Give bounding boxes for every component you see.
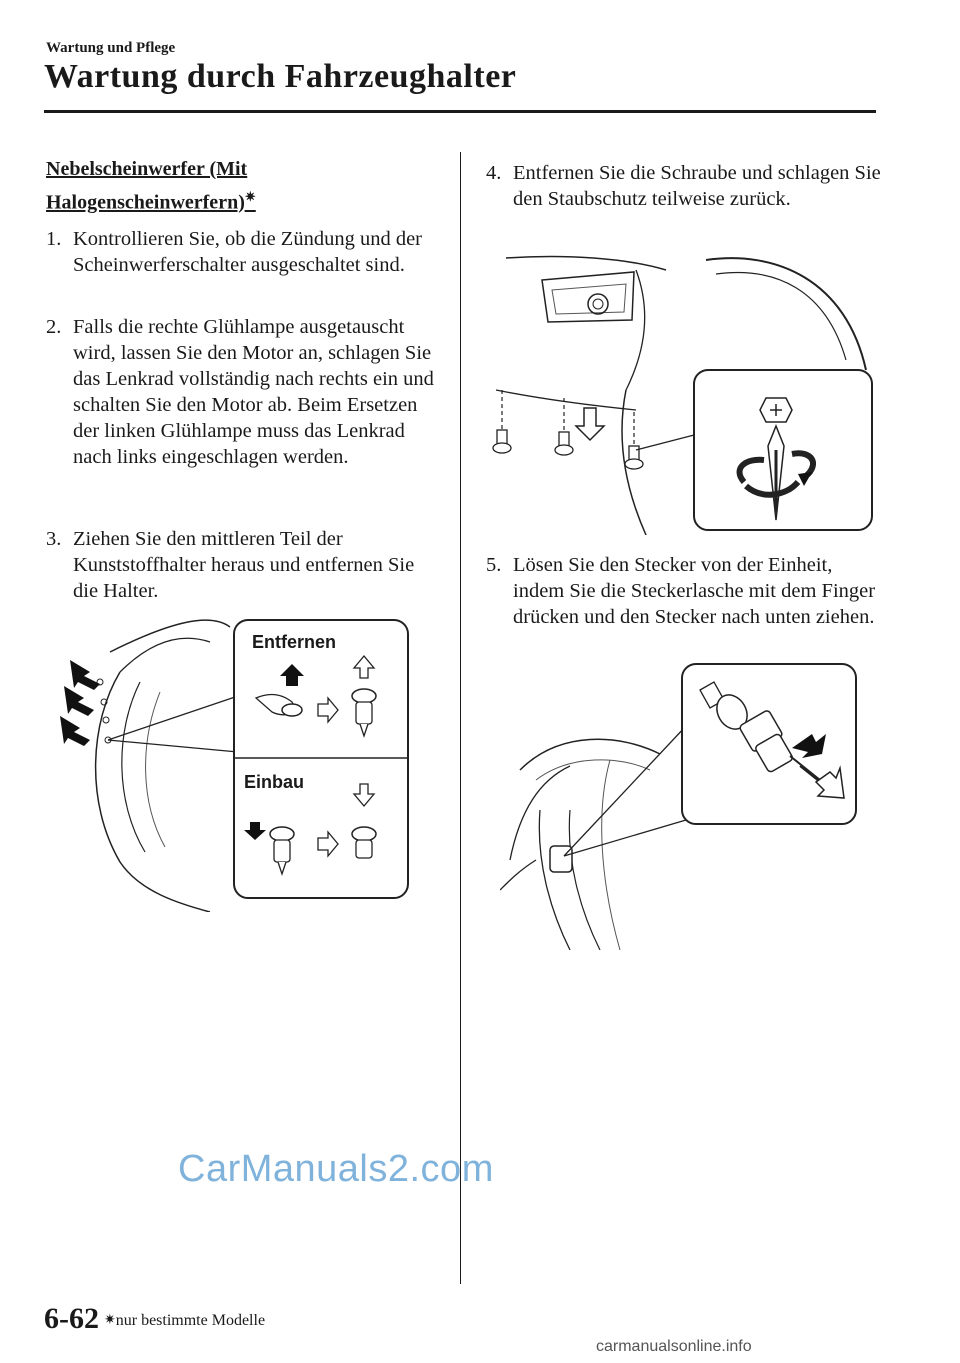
footnote: ✷nur bestimmte Modelle (104, 1312, 265, 1330)
bulb-connector-icon (699, 681, 831, 791)
arrow-icon (60, 660, 100, 746)
watermark: CarManuals2.com (178, 1148, 494, 1190)
figure-screw-removal (486, 250, 876, 536)
step-text: Entfernen Sie die Schraube und schlagen … (513, 162, 881, 210)
step-number: 4. (486, 162, 502, 184)
label-remove: Entfernen (252, 632, 337, 652)
step-3: 3. Ziehen Sie den mittleren Teil der Kun… (46, 526, 438, 604)
chapter-title: Wartung durch Fahrzeughalter (44, 58, 517, 95)
clip-remove-icon (254, 654, 377, 739)
footnote-mark: ✷ (104, 1313, 116, 1328)
step-2: 2. Falls die rechte Glühlampe ausgetausc… (46, 314, 438, 470)
figure-clip-removal: Entfernen Einbau (60, 612, 420, 913)
connector-removal-illustration (499, 663, 857, 951)
step-text: Lösen Sie den Stecker von der Einheit, i… (513, 554, 876, 628)
clip-removal-illustration (60, 619, 409, 913)
press-arrow-icon (792, 734, 826, 758)
page-number: 6-62 (44, 1302, 99, 1335)
step-5: 5. Lösen Sie den Stecker von der Einheit… (486, 552, 886, 630)
site-footer: carmanualsonline.info (596, 1338, 752, 1355)
step-text: Falls die rechte Glühlampe ausgetauscht … (73, 316, 434, 468)
footnote-text: nur bestimmte Modelle (115, 1312, 266, 1329)
screw-removal-illustration (492, 255, 873, 536)
label-install: Einbau (244, 772, 305, 792)
heading-footnote-mark: ✷ (244, 189, 256, 204)
step-text: Kontrollieren Sie, ob die Zündung und de… (73, 228, 423, 276)
down-arrow-icon (574, 407, 606, 442)
figure-connector-removal (499, 660, 860, 951)
step-1: 1. Kontrollieren Sie, ob die Zündung und… (46, 226, 438, 278)
heading-line-1: Nebelscheinwerfer (Mit (46, 158, 248, 180)
step-number: 5. (486, 554, 502, 576)
pull-arrow-icon (814, 765, 845, 799)
step-text: Ziehen Sie den mittleren Teil der Kunsts… (73, 528, 415, 602)
column-divider (460, 152, 461, 1284)
step-4: 4. Entfernen Sie die Schraube und schlag… (486, 160, 886, 212)
title-rule (44, 110, 876, 113)
rotate-icon (736, 450, 816, 498)
heading-line-2: Halogenscheinwerfern) (46, 191, 245, 214)
screw-icon (492, 390, 644, 470)
step-number: 2. (46, 316, 62, 338)
section-heading: Nebelscheinwerfer (Mit Halogenscheinwerf… (46, 156, 426, 217)
step-number: 3. (46, 528, 62, 550)
step-number: 1. (46, 228, 62, 250)
section-label: Wartung und Pflege (46, 40, 176, 56)
clip-install-icon (244, 783, 377, 877)
screwdriver-icon (759, 397, 793, 521)
